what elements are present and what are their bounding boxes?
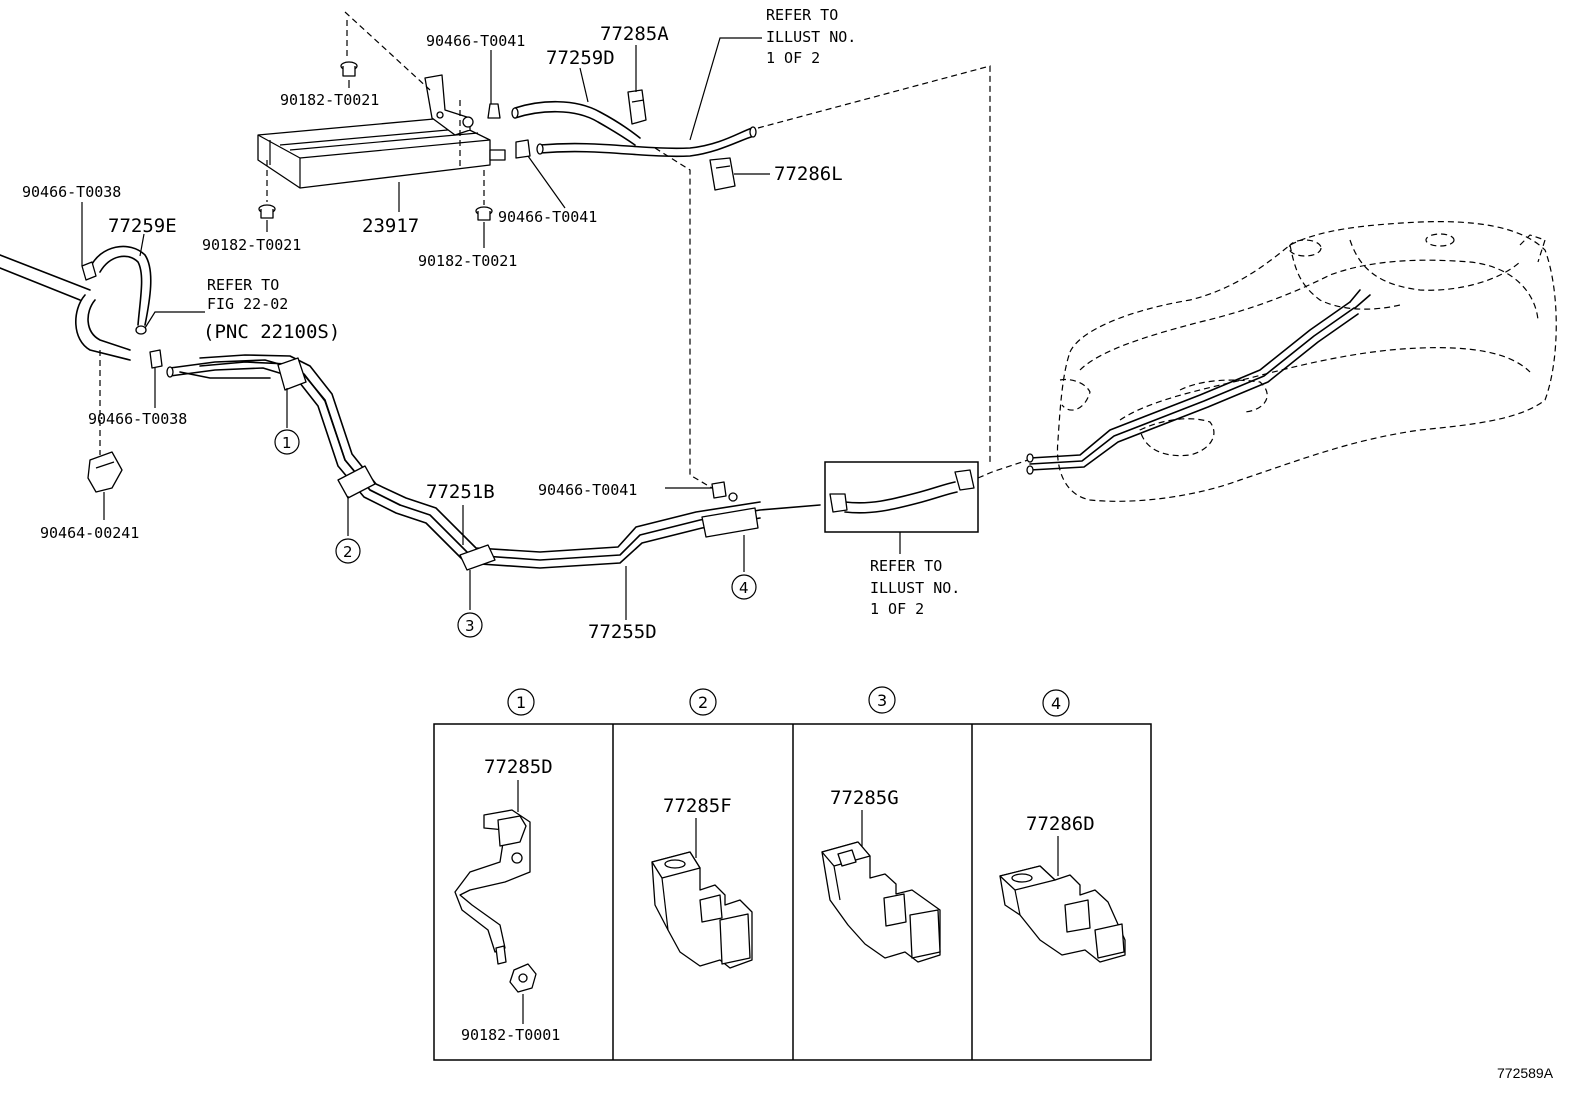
hose-canister-outlet <box>536 126 757 158</box>
panel-header-2: 2 <box>689 688 717 716</box>
label-refer-illust-bot-2: ILLUST NO. <box>870 579 960 597</box>
detail-panels: 1 2 3 4 77285D 90182-T0001 <box>433 686 1152 1061</box>
label-refer-fig-1: REFER TO <box>207 276 279 294</box>
label-refer-illust-bot-1: REFER TO <box>870 557 942 575</box>
clip-90466-t0041-mid <box>515 139 531 159</box>
panel-3-part-77285g: 77285G <box>821 787 941 963</box>
panel-2-part-77285f: 77285F <box>651 795 753 969</box>
leader-lines <box>81 37 901 620</box>
fuel-tank <box>1026 221 1557 502</box>
label-refer-fig-3: (PNC 22100S) <box>203 321 340 343</box>
label-90182-t0021-b: 90182-T0021 <box>202 236 301 254</box>
label-90182-t0021-c: 90182-T0021 <box>418 252 517 270</box>
grommet-90182-t0021-right <box>475 206 493 221</box>
clip-90466-t0041-low <box>711 481 727 499</box>
label-77259e: 77259E <box>108 215 177 237</box>
grommet-90182-t0021-left <box>258 204 276 219</box>
callout-4-text: 4 <box>739 579 749 597</box>
panel-header-2-text: 2 <box>698 693 708 712</box>
dashed-reference-lines <box>99 11 1029 489</box>
canister-assembly-23917 <box>257 74 506 189</box>
label-refer-illust-top-1: REFER TO <box>766 6 838 24</box>
part-labels: 90466-T0041 77285A 77259D REFER TO ILLUS… <box>22 6 960 643</box>
label-90466-t0038-bot: 90466-T0038 <box>88 410 187 428</box>
clip-77285a <box>627 89 647 125</box>
clip-90464-00241 <box>87 451 123 493</box>
clamp-band-4 <box>701 507 759 538</box>
panel-1-label: 77285D <box>484 756 553 778</box>
label-refer-fig-2: FIG 22-02 <box>207 295 288 313</box>
callout-3: 3 <box>457 612 483 638</box>
label-90466-t0041-top: 90466-T0041 <box>426 32 525 50</box>
label-90466-t0038-top: 90466-T0038 <box>22 183 121 201</box>
panel-header-4-text: 4 <box>1051 694 1061 713</box>
label-refer-illust-bot-3: 1 OF 2 <box>870 600 924 618</box>
clamp-band-3 <box>459 544 496 571</box>
panel-4-label: 77286D <box>1026 813 1095 835</box>
panel-3-label: 77285G <box>830 787 899 809</box>
fuel-line-77251b <box>166 354 821 569</box>
label-90464-00241: 90464-00241 <box>40 524 139 542</box>
panel-header-1: 1 <box>507 688 535 716</box>
label-90182-t0021-a: 90182-T0021 <box>280 91 379 109</box>
panel-1-sublabel: 90182-T0001 <box>461 1026 560 1044</box>
clamp-band-2 <box>337 465 376 499</box>
label-77259d: 77259D <box>546 47 615 69</box>
grommet-90182-t0021-top <box>340 61 358 77</box>
panel-header-1-text: 1 <box>516 693 526 712</box>
panel-header-4: 4 <box>1042 689 1070 717</box>
clip-90466-t0038-bot <box>149 349 163 369</box>
label-77255d: 77255D <box>588 621 657 643</box>
label-77285a: 77285A <box>600 23 669 45</box>
clip-90466-t0038-top <box>81 261 97 281</box>
callout-1-text: 1 <box>282 434 292 452</box>
hose-77259e <box>75 245 152 361</box>
figure-id: 772589A <box>1497 1065 1554 1081</box>
label-refer-illust-top-2: ILLUST NO. <box>766 28 856 46</box>
callout-4: 4 <box>731 574 757 600</box>
clamp-band-1 <box>277 357 307 391</box>
panel-header-3: 3 <box>868 686 896 714</box>
label-77251b: 77251B <box>426 481 495 503</box>
panel-header-3-text: 3 <box>877 691 887 710</box>
hose-77259d <box>511 100 641 146</box>
callout-2-text: 2 <box>343 543 353 561</box>
label-90466-t0041-mid: 90466-T0041 <box>498 208 597 226</box>
label-77286l: 77286L <box>774 163 843 185</box>
panel-4-part-77286d: 77286D <box>999 813 1126 963</box>
main-pipe-left <box>0 254 91 301</box>
clip-90466-t0041-top <box>487 103 501 119</box>
label-90466-t0041-low: 90466-T0041 <box>538 481 637 499</box>
label-refer-illust-top-3: 1 OF 2 <box>766 49 820 67</box>
panel-1-part-77285d: 77285D 90182-T0001 <box>454 756 560 1044</box>
refer-box-hose <box>824 461 979 533</box>
panel-2-label: 77285F <box>663 795 732 817</box>
callout-3-text: 3 <box>465 617 475 635</box>
clip-77286l <box>709 157 736 191</box>
callout-1: 1 <box>274 429 300 455</box>
label-23917: 23917 <box>362 215 419 237</box>
callout-2: 2 <box>335 538 361 564</box>
